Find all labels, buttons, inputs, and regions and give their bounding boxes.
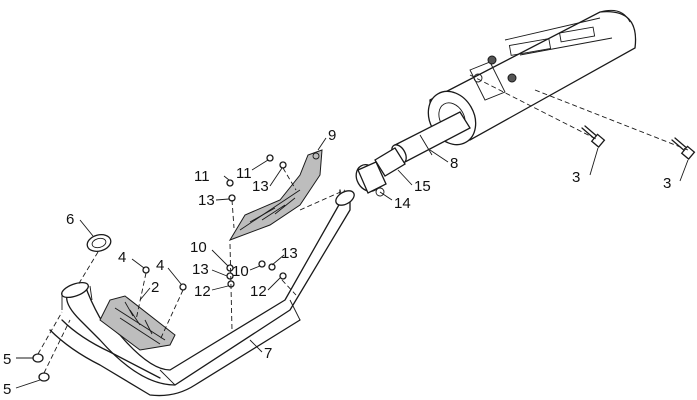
callout-13-lower-left: 13 xyxy=(192,261,209,278)
heat-shield-lower xyxy=(99,295,176,351)
callout-11-left: 11 xyxy=(194,168,210,185)
callout-5-lower: 5 xyxy=(3,381,11,398)
callout-9: 9 xyxy=(328,127,336,144)
clamp xyxy=(355,161,387,197)
washer-13b xyxy=(279,161,287,169)
callout-14: 14 xyxy=(394,195,411,212)
nut-10b xyxy=(258,260,266,268)
callout-8: 8 xyxy=(450,155,458,172)
washer-12b xyxy=(279,272,287,280)
callout-4-right: 4 xyxy=(156,257,164,274)
nut-10a xyxy=(226,264,234,272)
callout-11-right: 11 xyxy=(236,165,252,182)
washer-13d xyxy=(268,263,276,271)
exhaust-pipe xyxy=(49,189,355,397)
callout-10-right: 10 xyxy=(232,263,249,280)
leaders xyxy=(15,137,689,389)
bolt-11a xyxy=(226,179,234,187)
bolt-right xyxy=(671,137,696,160)
callout-3-left: 3 xyxy=(572,169,580,186)
callout-13-upper-left: 13 xyxy=(198,192,215,209)
callout-5-upper: 5 xyxy=(3,351,11,368)
heat-shield-upper xyxy=(228,149,323,241)
callout-13-lower-right: 13 xyxy=(281,245,298,262)
callout-3-right: 3 xyxy=(663,175,671,192)
nut-lower xyxy=(38,372,50,382)
gasket-ring xyxy=(86,234,112,252)
nut-upper xyxy=(32,353,44,363)
callout-13-upper-right: 13 xyxy=(252,178,269,195)
callout-6: 6 xyxy=(66,211,74,228)
bolt-11b xyxy=(266,154,274,162)
screw-4b xyxy=(179,283,187,291)
callout-10-left: 10 xyxy=(190,239,207,256)
bolt-left xyxy=(581,125,606,148)
gasket xyxy=(374,147,406,177)
callout-12-right: 12 xyxy=(250,283,267,300)
callout-7: 7 xyxy=(264,345,272,362)
callout-15: 15 xyxy=(414,178,431,195)
callout-2: 2 xyxy=(151,279,159,296)
callout-4-left: 4 xyxy=(118,249,126,266)
callout-labels: 2 3 3 4 4 5 5 6 7 8 9 10 10 11 11 12 12 … xyxy=(3,127,671,398)
callout-12-left: 12 xyxy=(194,283,211,300)
